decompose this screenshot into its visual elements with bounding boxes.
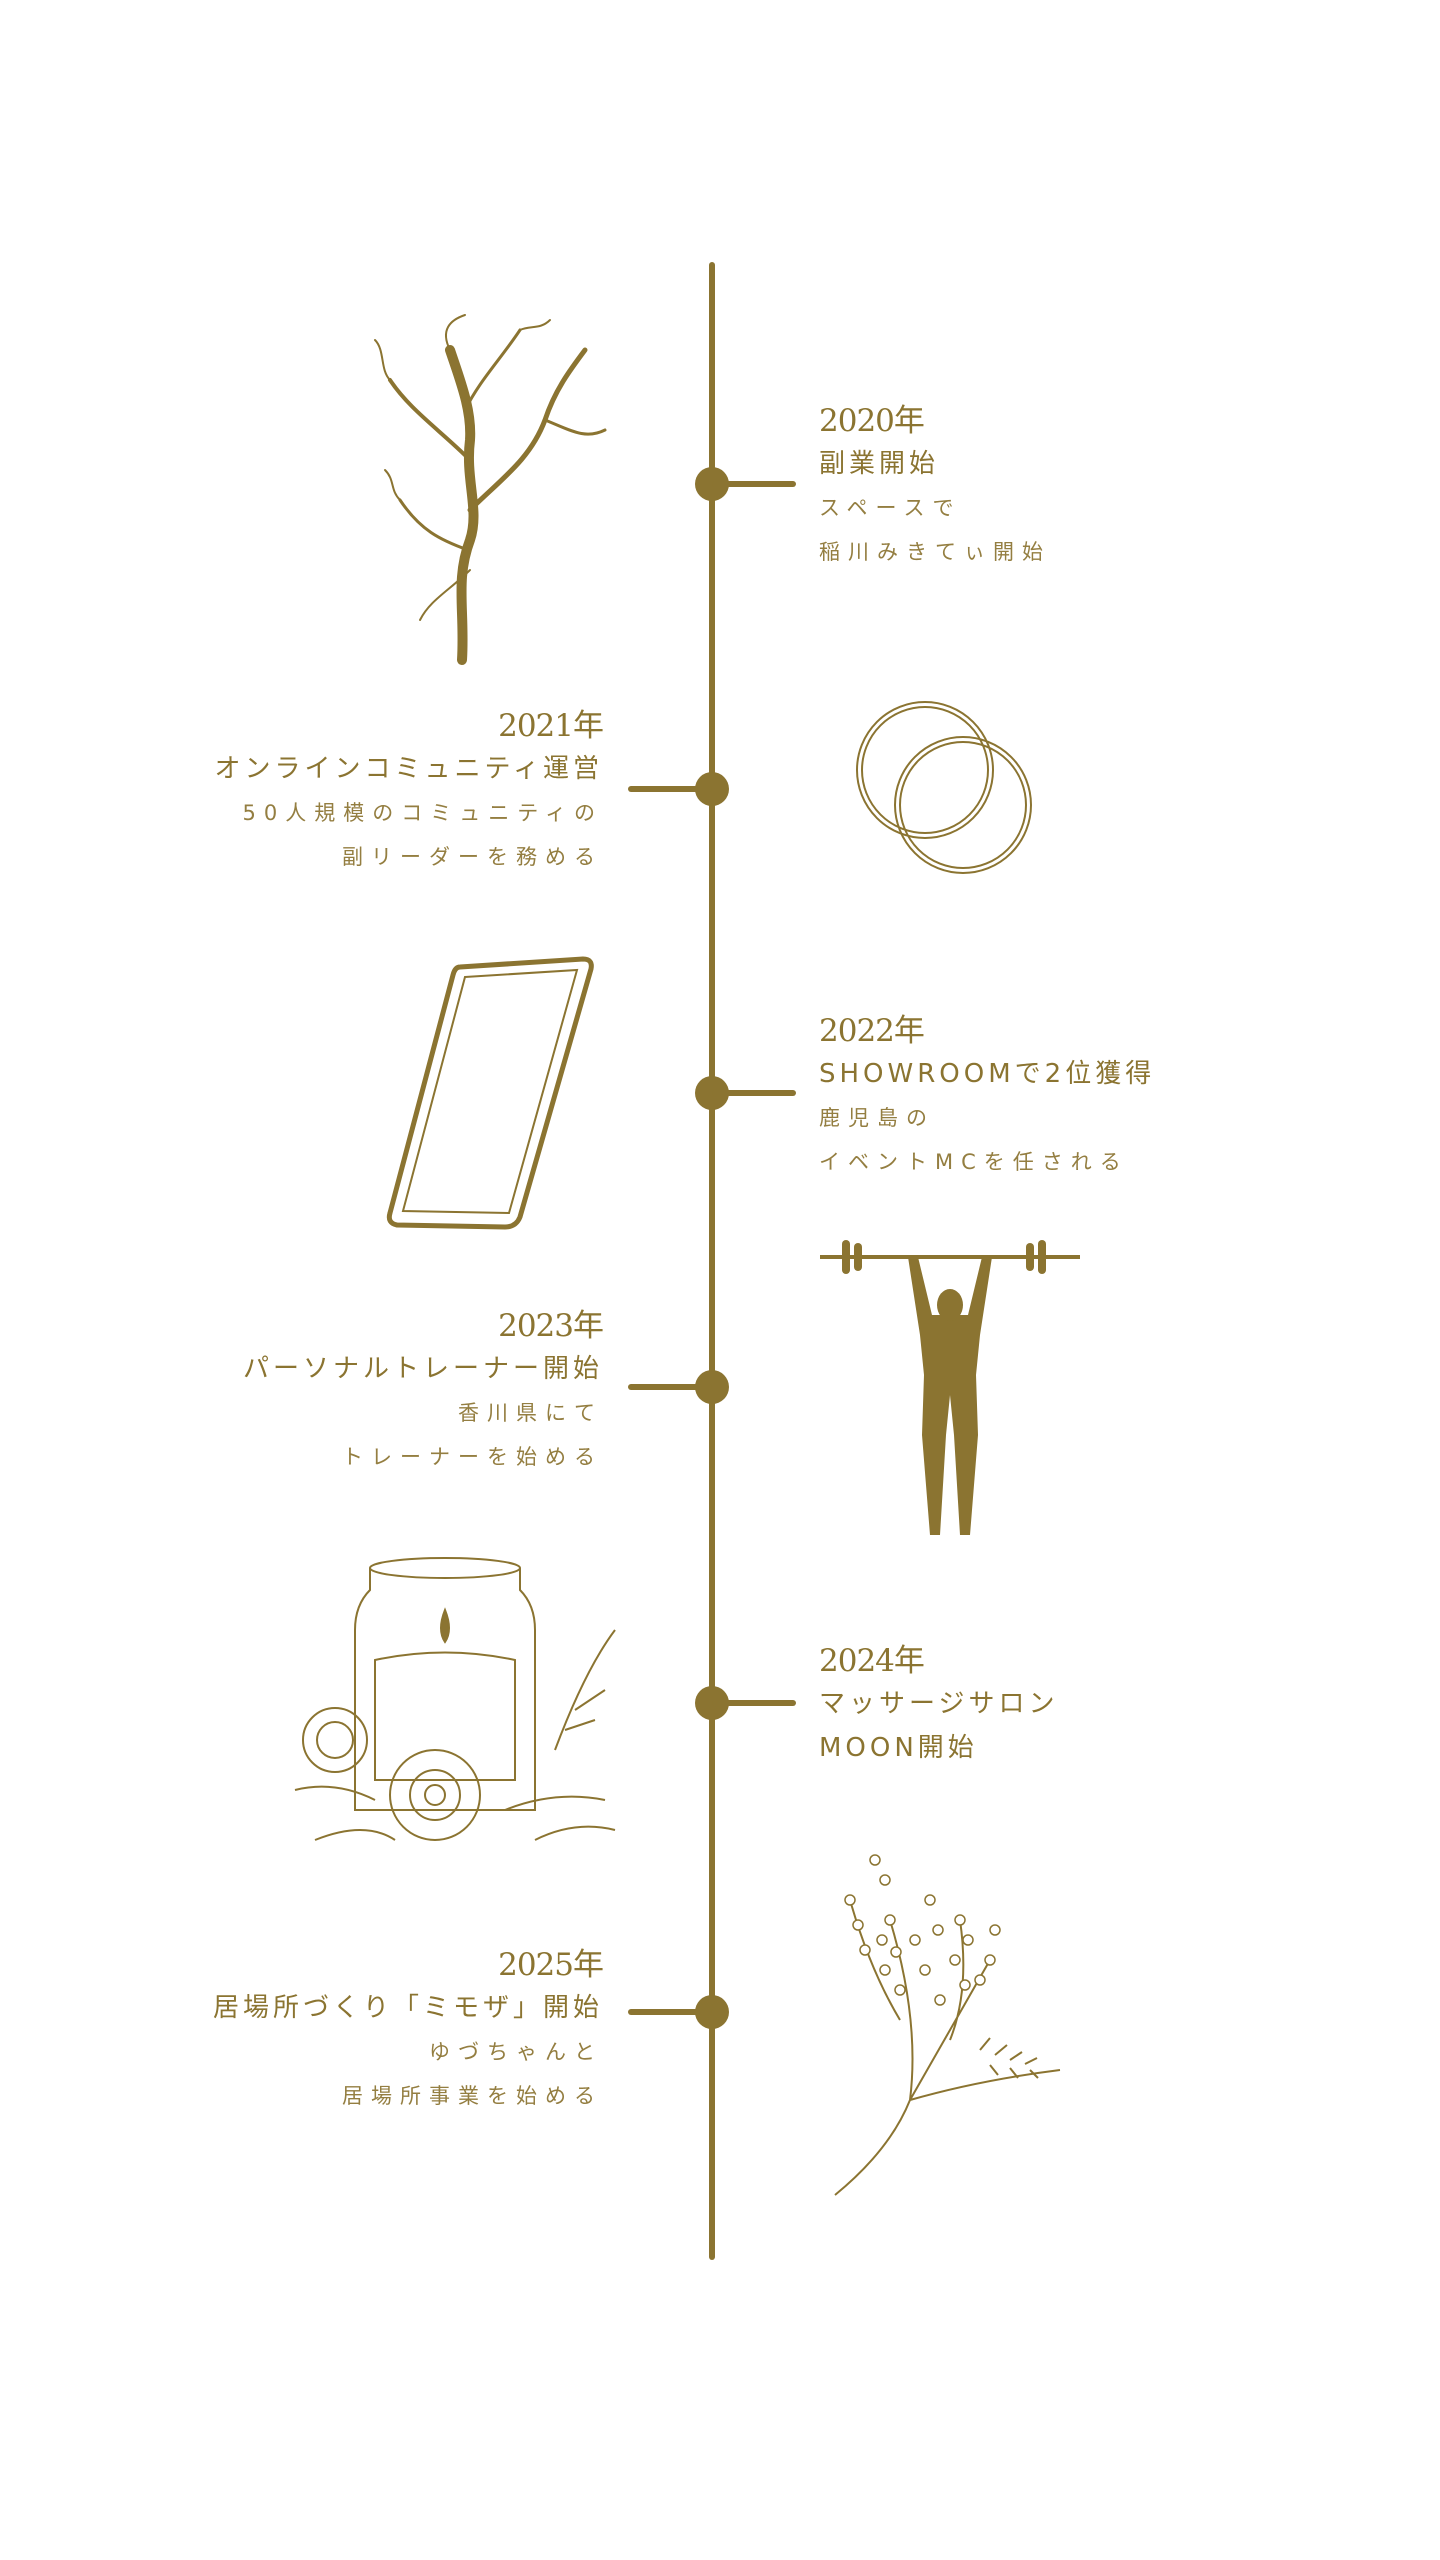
entry-year: 2021年	[498, 708, 604, 744]
timeline-entry-2021: 2021年 オンラインコミュニティ運営 50人規模のコミュニティの 副リーダーを…	[214, 705, 604, 879]
timeline-connector-2023	[628, 1384, 712, 1390]
timeline-connector-2025	[628, 2009, 712, 2015]
timeline-entry-2020: 2020年 副業開始 スペースで 稲川みきてぃ開始	[819, 400, 1051, 574]
timeline-connector-2022	[712, 1090, 796, 1096]
entry-year: 2024年	[819, 1643, 925, 1679]
timeline-entry-2023: 2023年 パーソナルトレーナー開始 香川県にて トレーナーを始める	[242, 1305, 604, 1479]
timeline-entry-2022: 2022年 SHOWROOMで2位獲得 鹿児島の イベントMCを任される	[819, 1010, 1155, 1184]
entry-detail: MOON開始	[819, 1733, 978, 1763]
entry-title: オンラインコミュニティ運営	[214, 754, 603, 784]
entry-detail: 香川県にて	[458, 1401, 603, 1425]
entry-title: パーソナルトレーナー開始	[242, 1354, 603, 1384]
entry-title: 居場所づくり「ミモザ」開始	[212, 1993, 603, 2023]
timeline-connector-2024	[712, 1700, 796, 1706]
entry-detail: 居場所事業を始める	[342, 2084, 603, 2108]
entry-title: マッサージサロン	[819, 1689, 1059, 1719]
entry-title: SHOWROOMで2位獲得	[819, 1059, 1156, 1089]
timeline-connector-2021	[628, 786, 712, 792]
timeline-entry-2024: 2024年 マッサージサロン MOON開始	[819, 1640, 1058, 1770]
entry-detail: スペースで	[819, 496, 962, 520]
entry-year: 2022年	[819, 1013, 925, 1049]
entry-detail: トレーナーを始める	[342, 1445, 603, 1469]
rings-icon	[856, 701, 1032, 874]
entry-year: 2025年	[498, 1947, 604, 1983]
entry-year: 2023年	[498, 1308, 604, 1344]
entry-year: 2020年	[819, 403, 925, 439]
candle-jar-icon	[294, 1557, 616, 1841]
timeline-entry-2025: 2025年 居場所づくり「ミモザ」開始 ゆづちゃんと 居場所事業を始める	[212, 1944, 604, 2118]
entry-detail: 50人規模のコミュニティの	[242, 801, 603, 825]
entry-detail: イベントMCを任される	[819, 1150, 1129, 1174]
tree-icon	[374, 314, 607, 665]
entry-detail: 鹿児島の	[819, 1106, 935, 1130]
timeline-connector-2020	[712, 481, 796, 487]
weightlifter-icon	[820, 1240, 1080, 1535]
smartphone-icon	[386, 956, 594, 1230]
entry-title: 副業開始	[819, 449, 940, 479]
entry-detail: 稲川みきてぃ開始	[819, 540, 1051, 564]
entry-detail: 副リーダーを務める	[342, 845, 603, 869]
entry-detail: ゆづちゃんと	[429, 2040, 603, 2064]
timeline-axis	[709, 262, 715, 2260]
mimosa-icon	[834, 1854, 1061, 2196]
